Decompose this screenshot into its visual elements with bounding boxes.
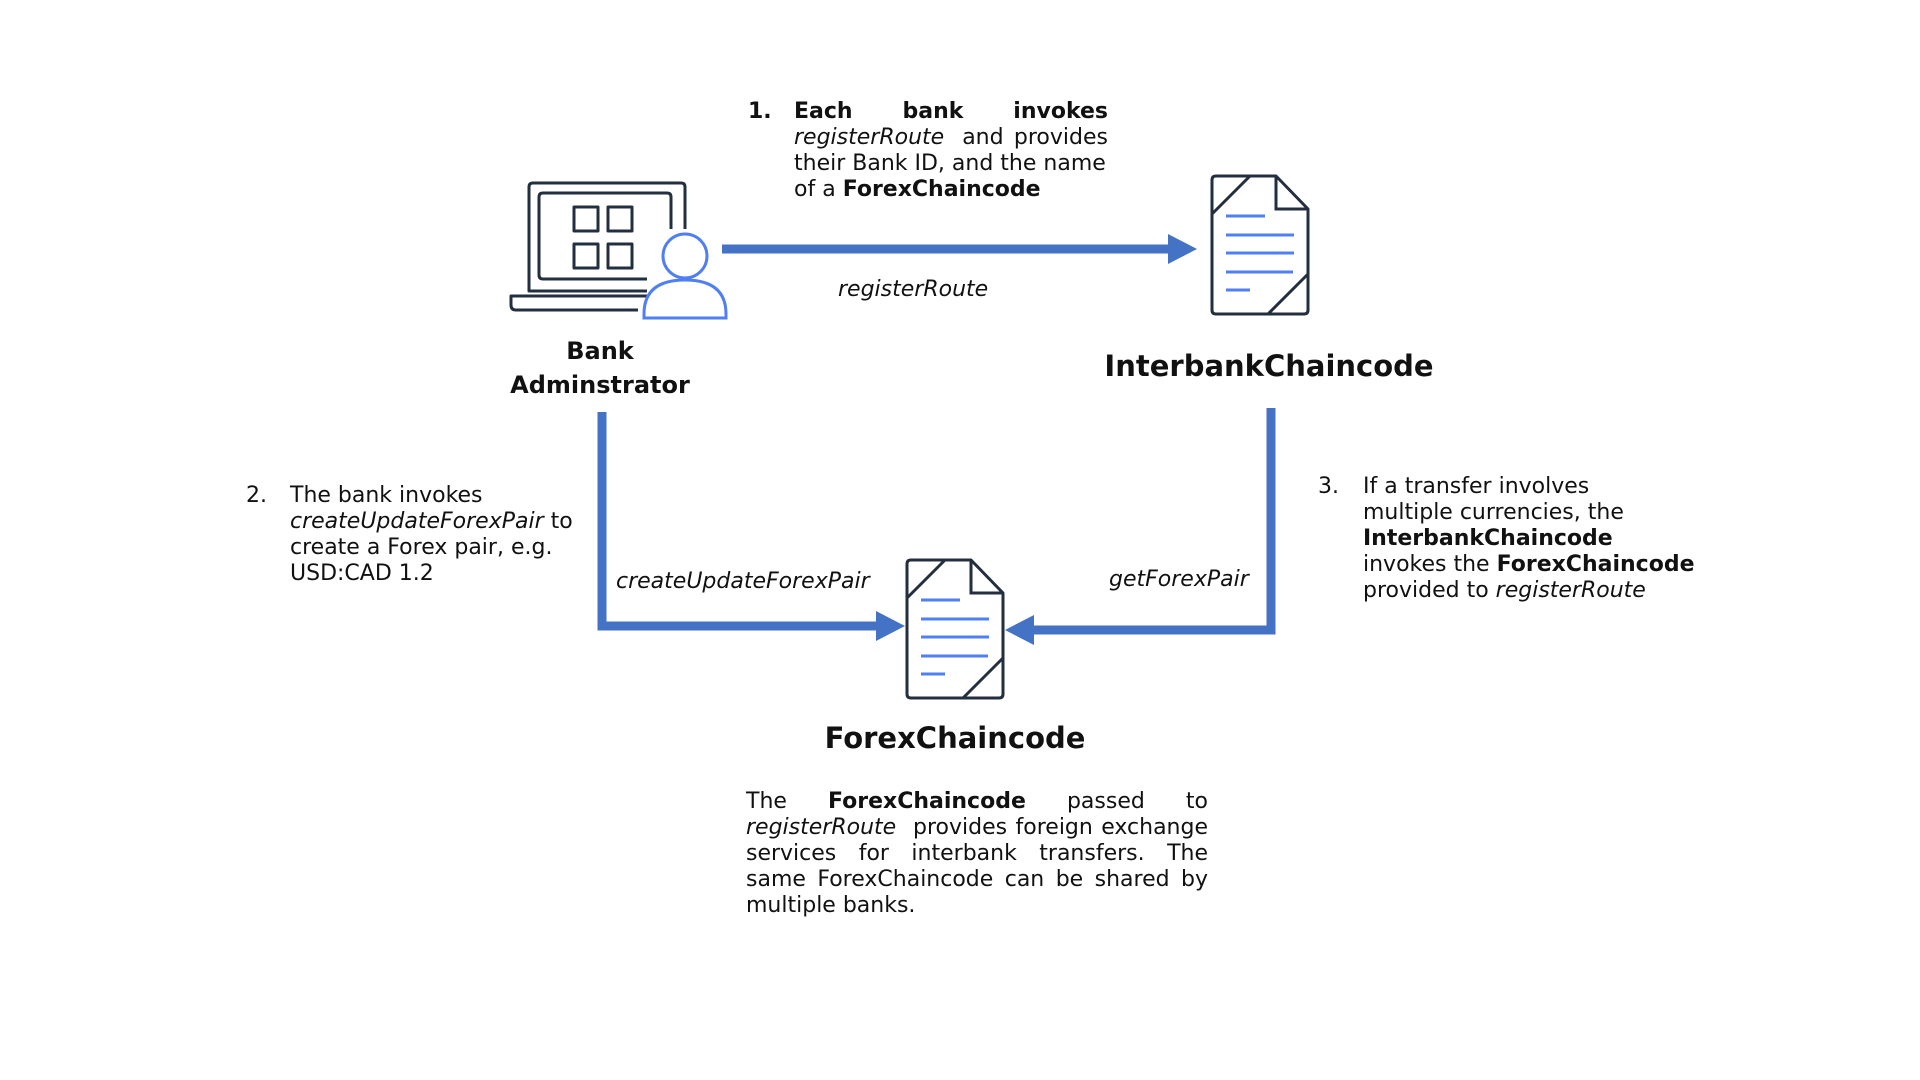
- edge-label-get-forex-pair: getForexPair: [1109, 567, 1249, 592]
- arrow-create-update-forex-pair: [597, 412, 905, 641]
- step-3-line-2: multiple currencies, the: [1363, 500, 1624, 525]
- forex-chaincode-note: The ForexChaincode passed to registerRou…: [746, 789, 1215, 918]
- step-1-and: and: [962, 125, 1004, 150]
- step-3-line-4: invokes the ForexChaincode: [1363, 552, 1695, 577]
- arrow-get-forex-pair: [1005, 408, 1276, 645]
- interbank-document-icon: [1210, 174, 1310, 316]
- step-1-provides: provides: [1013, 125, 1108, 150]
- step-1-line-1: Each bank invokes: [794, 99, 1108, 124]
- step-2-line-1: The bank invokes: [290, 483, 483, 508]
- step-3-line-5: provided to registerRoute: [1363, 578, 1646, 603]
- step-1-line-4: of a ForexChaincode: [794, 177, 1041, 202]
- step-1-line-3: their Bank ID, and the name: [794, 151, 1106, 176]
- arrowhead-icon: [1168, 234, 1197, 264]
- arrow-register-route: [722, 234, 1197, 264]
- step-2-line-2: createUpdateForexPair to: [290, 509, 573, 534]
- edge-label-register-route: registerRoute: [838, 277, 989, 302]
- step-3-number: 3.: [1318, 474, 1339, 499]
- step-3-line-1: If a transfer involves: [1363, 474, 1590, 499]
- step-2-line-4: USD:CAD 1.2: [290, 561, 434, 586]
- step-1-line-2-rest: and provides: [944, 125, 1108, 151]
- arrowhead-icon: [1005, 615, 1034, 645]
- step-2-line-3: create a Forex pair, e.g.: [290, 535, 553, 560]
- step-3-line-3: InterbankChaincode: [1363, 526, 1613, 551]
- forex-document-icon: [905, 558, 1005, 700]
- step-1-number: 1.: [748, 99, 772, 124]
- step-2-number: 2.: [246, 483, 267, 508]
- user-icon: [642, 232, 728, 320]
- laptop-icon: [509, 181, 687, 312]
- arrowhead-icon: [876, 611, 905, 641]
- forex-chaincode-heading: ForexChaincode: [824, 721, 1086, 755]
- interbank-chaincode-heading: InterbankChaincode: [1104, 349, 1434, 383]
- bank-admin-label: Bank Adminstrator: [510, 337, 690, 399]
- edge-label-create-update-forex-pair: createUpdateForexPair: [616, 569, 870, 594]
